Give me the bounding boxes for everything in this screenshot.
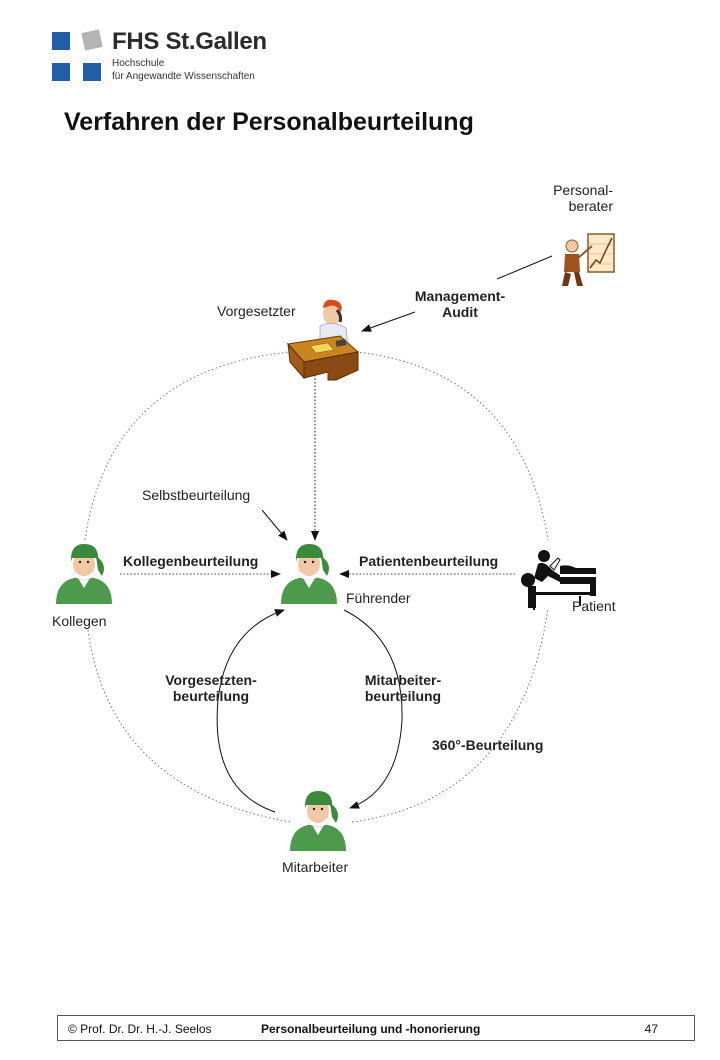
audit-connector [496, 255, 553, 280]
management-audit-label: Management- Audit [415, 288, 505, 320]
consultant-label-line1: Personal- [553, 182, 613, 198]
colleagues-label: Kollegen [52, 613, 107, 629]
supervisor-label: Vorgesetzter [217, 303, 296, 319]
logo-subtitle-2: für Angewandte Wissenschaften [112, 71, 255, 82]
footer: © Prof. Dr. Dr. H.-J. Seelos Personalbeu… [57, 1015, 695, 1041]
logo-square-blue-2 [52, 63, 70, 81]
upward-feedback-arrow [216, 609, 285, 813]
self-assessment-label: Selbstbeurteilung [142, 487, 251, 503]
upward-feedback-label-line2: beurteilung [172, 688, 250, 704]
manager-desk-phone-icon [287, 299, 360, 381]
self-arrow [261, 509, 288, 541]
ring-bottom-left-arc [87, 629, 291, 823]
downward-appraisal-label-line1: Mitarbeiter- [364, 672, 442, 688]
logo-square-blue-1 [52, 32, 70, 50]
surgeon-icon [55, 543, 113, 605]
ring-bottom-right-arc [351, 607, 549, 823]
consultant-chart-icon [562, 233, 615, 286]
footer-author: © Prof. Dr. Dr. H.-J. Seelos [68, 1022, 212, 1036]
surgeon-icon [280, 543, 338, 605]
ring-top-left-arc [84, 351, 291, 541]
management-audit-label-line2: Audit [442, 304, 478, 320]
upward-feedback-label-line1: Vorgesetzten- [165, 672, 257, 688]
consultant-label-line2: berater [568, 198, 613, 214]
page-number: 47 [644, 1022, 658, 1036]
logo-square-blue-3 [83, 63, 101, 81]
ring-360 [84, 351, 549, 823]
downward-appraisal-label: Mitarbeiter- beurteilung [365, 672, 441, 704]
feedback-360-label: 360°-Beurteilung [432, 737, 544, 753]
ring-top-right-arc [355, 351, 549, 541]
patient-bed-icon [521, 550, 596, 610]
page-title: Verfahren der Personalbeurteilung [64, 108, 474, 136]
management-audit-label-line1: Management- [414, 288, 506, 304]
logo-subtitle-1: Hochschule [112, 58, 165, 69]
employee-label: Mitarbeiter [282, 859, 349, 875]
logo-name: FHS St.Gallen [112, 28, 267, 55]
peer-review-label: Kollegenbeurteilung [123, 553, 259, 569]
patient-label: Patient [572, 598, 616, 614]
downward-appraisal-label-line2: beurteilung [364, 688, 442, 704]
leader-label: Führender [346, 590, 411, 606]
surgeon-icon [289, 790, 347, 852]
patient-review-label: Patientenbeurteilung [359, 553, 499, 569]
consultant-label: Personal- berater [520, 182, 613, 214]
downward-appraisal-arrow [343, 609, 403, 809]
footer-topic: Personalbeurteilung und -honorierung [261, 1022, 481, 1036]
audit-arrow [361, 311, 416, 332]
upward-feedback-label: Vorgesetzten- beurteilung [165, 672, 257, 704]
